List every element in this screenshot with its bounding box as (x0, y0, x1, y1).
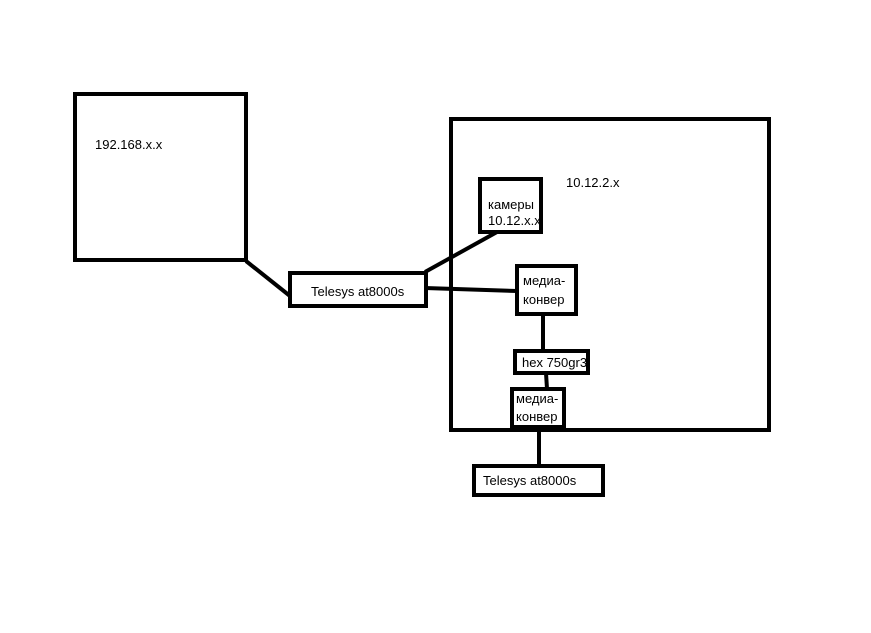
hex-router-label: hex 750gr3 (522, 355, 588, 370)
cameras-label: камеры (488, 197, 534, 212)
media-converter-bottom-label-1: медиа- (516, 391, 559, 406)
link-telesys-to-media-top (424, 286, 518, 293)
cameras-subnet-label: 10.12.x.x (488, 213, 541, 228)
network-box-10-12 (449, 117, 771, 432)
link-left-network-to-telesys (244, 259, 292, 298)
network-box-192 (73, 92, 248, 262)
network-label-192: 192.168.x.x (95, 137, 163, 152)
media-converter-top (515, 264, 578, 316)
cameras-box (478, 177, 543, 234)
media-converter-top-label-2: конвер (523, 292, 565, 307)
media-converter-top-label-1: медиа- (523, 273, 566, 288)
telesys-switch-bottom-label: Telesys at8000s (483, 473, 577, 488)
link-telesys-to-cameras (424, 230, 498, 274)
media-converter-bottom (510, 387, 566, 429)
media-converter-bottom-label-2: конвер (516, 409, 558, 424)
telesys-switch-top-label: Telesys at8000s (311, 284, 405, 299)
telesys-switch-bottom (472, 464, 605, 497)
hex-router (513, 349, 590, 375)
link-hex-to-media-bottom (544, 372, 549, 390)
telesys-switch-top (288, 271, 428, 308)
network-label-10-12: 10.12.2.x (566, 175, 620, 190)
